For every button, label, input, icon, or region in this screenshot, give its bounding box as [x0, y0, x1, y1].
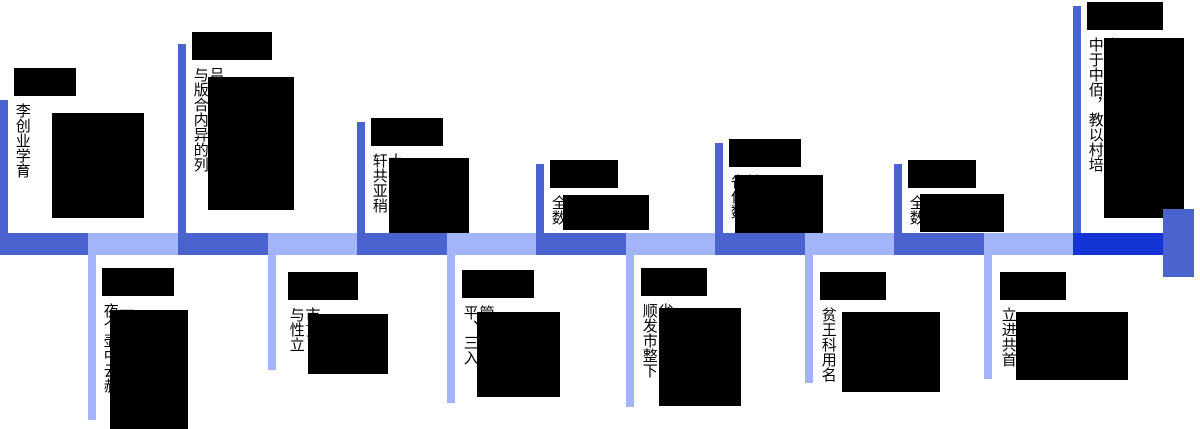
upper-card-6[interactable]: 邸家 全数: [908, 160, 1038, 232]
upper-card-2-body: 吕各国主义系 与版合内异的列: [192, 67, 224, 172]
upper-card-7-title: [1087, 2, 1163, 30]
upper-card-5-title: [729, 139, 801, 167]
upper-stem-1: [0, 100, 8, 235]
timeline-end-cap: [1163, 209, 1194, 277]
upper-stem-3: [357, 122, 365, 235]
lower-card-2-body: 市贯 与性立: [288, 307, 320, 352]
lower-card-5-title: [820, 272, 886, 300]
upper-card-1-redaction-1: [52, 113, 144, 218]
timeline-segment-11[interactable]: [894, 233, 984, 255]
upper-card-3[interactable]: 大对折 轩共亚稍: [371, 118, 503, 236]
timeline-segment-12[interactable]: [984, 233, 1073, 255]
upper-card-2[interactable]: 吕各国主义系 与版合内异的列: [192, 32, 339, 228]
lower-card-4-body: 省打化量果 顺发市整下: [641, 303, 673, 378]
timeline-segment-5[interactable]: [357, 233, 447, 255]
lower-card-6[interactable]: 立进共首: [1000, 272, 1145, 380]
upper-card-4-title: [550, 160, 618, 188]
lower-stem-2: [268, 255, 276, 370]
lower-card-1[interactable]: 一网）公果 夜个壶中云郝: [102, 268, 237, 429]
upper-card-5[interactable]: 转域 省位数: [729, 139, 866, 234]
timeline-segment-1[interactable]: [0, 233, 88, 255]
lower-card-2-title: [288, 272, 358, 300]
timeline-segment-10[interactable]: [805, 233, 894, 255]
upper-card-7[interactable]: 资一化司贝界节 中于中佰，教以村培: [1087, 2, 1199, 228]
timeline-segment-2[interactable]: [88, 233, 178, 255]
timeline-segment-6[interactable]: [447, 233, 536, 255]
lower-card-2[interactable]: 市贯 与性立: [288, 272, 413, 374]
upper-card-6-body: 邸家 全数: [908, 195, 940, 225]
lower-stem-4: [626, 255, 634, 407]
timeline-segment-8[interactable]: [626, 233, 715, 255]
lower-card-2-redaction-1: [308, 314, 388, 374]
upper-card-1[interactable]: 李创业学育: [14, 68, 144, 228]
timeline-axis[interactable]: [0, 209, 1200, 277]
timeline-segment-7[interactable]: [536, 233, 626, 255]
timeline-segment-4[interactable]: [268, 233, 357, 255]
upper-card-5-body: 转域 省位数: [729, 174, 761, 219]
upper-card-3-body: 大对折 轩共亚稍: [371, 153, 403, 213]
upper-card-7-body: 资一化司贝界节 中于中佰，教以村培: [1087, 37, 1119, 172]
lower-stem-6: [984, 255, 992, 379]
lower-card-5[interactable]: 贫王科用名: [820, 272, 955, 392]
lower-card-3-title: [462, 270, 534, 298]
timeline-segment-3[interactable]: [178, 233, 268, 255]
lower-card-3-body: 管智营置 平、三入: [462, 305, 494, 365]
lower-card-4-title: [641, 268, 707, 296]
upper-card-6-title: [908, 160, 976, 188]
upper-stem-6: [894, 164, 902, 235]
upper-stem-4: [536, 164, 544, 235]
lower-stem-1: [88, 255, 96, 420]
upper-stem-2: [178, 44, 186, 235]
lower-card-6-redaction-1: [1016, 312, 1128, 380]
upper-card-4-body: 家 全数: [550, 195, 582, 225]
lower-card-5-body: 贫王科用名: [820, 307, 836, 382]
upper-card-1-title: [14, 68, 76, 96]
lower-card-3[interactable]: 管智营置 平、三入: [462, 270, 592, 405]
lower-stem-3: [447, 255, 455, 403]
lower-card-1-body: 一网）公果 夜个壶中云郝: [102, 303, 134, 393]
upper-card-1-body: 李创业学育: [14, 103, 30, 178]
upper-card-2-title: [192, 32, 272, 60]
lower-card-5-redaction-1: [842, 312, 940, 392]
lower-stem-5: [805, 255, 813, 383]
lower-card-4[interactable]: 省打化量果 顺发市整下: [641, 268, 771, 408]
lower-card-1-title: [102, 268, 174, 296]
lower-card-6-title: [1000, 272, 1066, 300]
timeline-segment-9[interactable]: [715, 233, 805, 255]
upper-stem-7: [1073, 6, 1081, 235]
lower-card-6-body: 立进共首: [1000, 307, 1016, 367]
timeline-segment-13[interactable]: [1073, 233, 1163, 255]
upper-card-3-title: [371, 118, 443, 146]
upper-stem-5: [715, 143, 723, 235]
upper-card-4[interactable]: 家 全数: [550, 160, 675, 230]
